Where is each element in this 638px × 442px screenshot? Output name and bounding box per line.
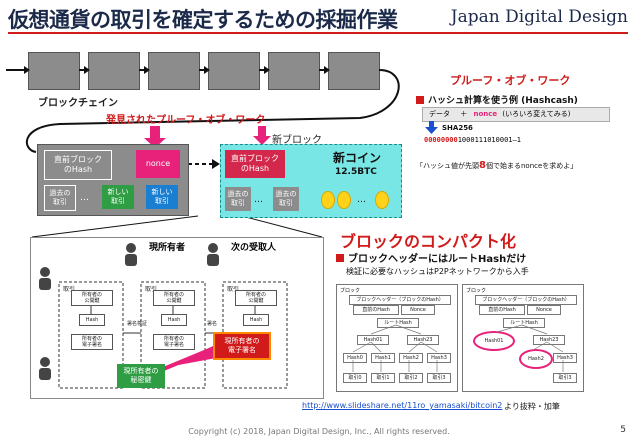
blockchain-label: ブロックチェイン [38,98,118,109]
tx-label-1: 取引 [63,286,76,293]
owner-pubkey-3: 所有者の 公開鍵 [235,290,277,306]
hash-zeros: 00000000 [424,136,458,144]
hash3-right: Hash3 [553,353,577,363]
tx0-left: 取引0 [343,373,367,383]
prev-hash-left: 直前のHash [353,305,399,315]
tx2-left: 取引2 [399,373,423,383]
sha-label: SHA256 [442,124,473,132]
prev-sig-2: 所有者の 電子署名 [153,334,195,350]
owner-pubkey-2: 所有者の 公開鍵 [153,290,195,306]
caption-post: 個で始まるnonceを求めよ」 [485,162,578,170]
coin-icon [337,191,351,209]
hash2-right-circled: Hash2 [519,349,553,369]
candidate-nonce: nonce [136,150,180,178]
hash01-right-circled: Hash01 [473,331,515,351]
compact-subtitle: ブロックヘッダーにはルートHashだけ [348,254,527,265]
hash1-left: Hash1 [371,353,395,363]
nonce-right: Nonce [527,305,561,315]
hash-rest: 1000111010001—1 [457,136,521,144]
page-number: 5 [620,425,626,435]
caption-pre: 「ハッシュ値が先頭 [416,162,479,170]
formula-nonce: nonce [473,110,498,118]
slide-title: 仮想通貨の取引を確定するための採掘作業 [8,8,398,32]
prev-hash-right: 直前のHash [479,305,525,315]
tx-label-3: 取引 [227,286,240,293]
signature-box: 現所有者の 電子署名 [213,332,271,360]
new-coin-title: 新コイン [333,151,382,165]
new-block-past-tx-1: 過去の 取引 [225,187,251,211]
candidate-prev-hash: 直前ブロック のHash [44,150,112,180]
current-owner-label: 現所有者 [149,243,186,253]
compact-block-left: ブロック ブロックヘッダー（ブロックのHash） 直前のHash Nonce ル… [336,284,458,392]
chain-block-3 [148,52,200,90]
root-hash-left: ルートHash [377,318,419,328]
hash3-left: Hash3 [427,353,451,363]
source-link[interactable]: http://www.slideshare.net/11ro_yamasaki/… [302,401,503,410]
prev-sig-1: 所有者の 電子署名 [71,334,113,350]
compact-note: 検証に必要なハッシュはP2Pネットワークから入手 [346,267,529,276]
bullet-icon [416,96,424,104]
candidate-past-tx: 過去の 取引 [44,185,76,211]
brand-logo: Japan Digital Design [450,7,628,27]
owner-pubkey-1: 所有者の 公開鍵 [71,290,113,306]
arrow-down-icon [425,121,438,134]
coin-icon [375,191,389,209]
compact-title: ブロックのコンパクト化 [340,232,517,251]
caption-num: 8 [479,160,486,171]
new-block-dots: … [254,195,263,205]
header-label-left: ブロックヘッダー（ブロックのHash） [349,295,451,305]
new-block-past-tx-2: 過去の 取引 [273,187,299,211]
source-note: より抜粋・加筆 [504,402,560,411]
hash-box-1: Hash [79,314,105,326]
new-block-prev-hash: 直前ブロック のHash [225,150,285,178]
new-coin-amount: 12.5BTC [335,167,377,177]
copyright-footer: Copyright (c) 2018, Japan Digital Design… [188,427,450,436]
candidate-new-tx-blue: 新しい 取引 [146,185,178,209]
ownership-diagram: 現所有者 次の受取人 取引 所有者の 公開鍵 Hash 所有者の 電子署名 取引… [30,237,324,399]
hash0-left: Hash0 [343,353,367,363]
candidate-new-tx-green: 新しい 取引 [102,185,134,209]
tx-label-2: 取引 [145,286,158,293]
coin-icon [321,191,335,209]
hash23-left: Hash23 [407,335,439,345]
formula-data: データ [429,110,450,118]
formula-note: (いろいろ変えてみる) [502,110,571,118]
pow-formula: データ ＋ nonce (いろいろ変えてみる) [422,107,610,122]
pow-caption: 「ハッシュ値が先頭8個で始まるnonceを求めよ」 [416,160,577,171]
next-receiver-label: 次の受取人 [231,243,277,253]
pow-found-label: 発見されたプルーフ・オブ・ワーク [106,115,266,126]
title-divider [8,32,628,34]
formula-plus: ＋ [460,110,468,118]
pow-title: プルーフ・オブ・ワーク [450,74,571,87]
candidate-block: 直前ブロック のHash nonce 過去の 取引 … 新しい 取引 新しい 取… [37,144,189,216]
secret-key-box: 現所有者の 秘密鍵 [117,364,165,388]
block-label-left: ブロック [340,288,361,294]
root-hash-right: ルートHash [503,318,545,328]
candidate-dots: … [80,193,89,203]
hash-result: 000000001000111010001—1 [424,136,521,144]
tx3-left: 取引3 [427,373,451,383]
hash01-left: Hash01 [357,335,389,345]
compact-block-right: ブロック ブロックヘッダー（ブロックのHash） 直前のHash Nonce ル… [462,284,584,392]
chain-block-5 [268,52,320,90]
new-block-label: 新ブロック [272,135,322,146]
tx3-right: 取引3 [553,373,577,383]
new-block: 直前ブロック のHash 新コイン 12.5BTC 過去の 取引 … 過去の 取… [220,144,402,218]
nonce-left: Nonce [401,305,435,315]
hash-box-2: Hash [161,314,187,326]
tx1-left: 取引1 [371,373,395,383]
verify-label: 署名検証 [127,321,148,327]
header-label-right: ブロックヘッダー（ブロックのHash） [475,295,577,305]
pow-example: ハッシュ計算を使う例 (Hashcash) [428,96,578,106]
hash2-left: Hash2 [399,353,423,363]
bullet-icon [336,254,344,262]
hash-box-3: Hash [243,314,269,326]
block-label-right: ブロック [466,288,487,294]
coin-dots: … [357,195,366,205]
sign-label: 署名 [207,321,218,327]
hash23-right: Hash23 [533,335,565,345]
